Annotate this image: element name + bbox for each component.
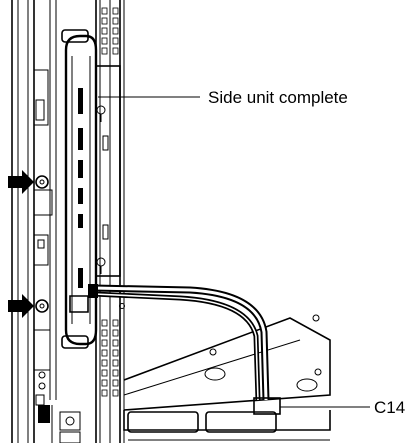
mounting-holes xyxy=(35,175,49,313)
chassis-frame xyxy=(11,0,57,443)
side-unit-label: Side unit complete xyxy=(208,88,348,107)
mount-bracket xyxy=(95,65,125,309)
cable-harness xyxy=(88,284,270,401)
right-arrow-icon xyxy=(8,294,34,318)
connector-c14 xyxy=(253,397,281,415)
side-unit xyxy=(61,29,98,349)
right-arrow-icon xyxy=(8,170,34,194)
base-plate xyxy=(59,314,331,443)
connector-label: C14 xyxy=(374,398,405,417)
